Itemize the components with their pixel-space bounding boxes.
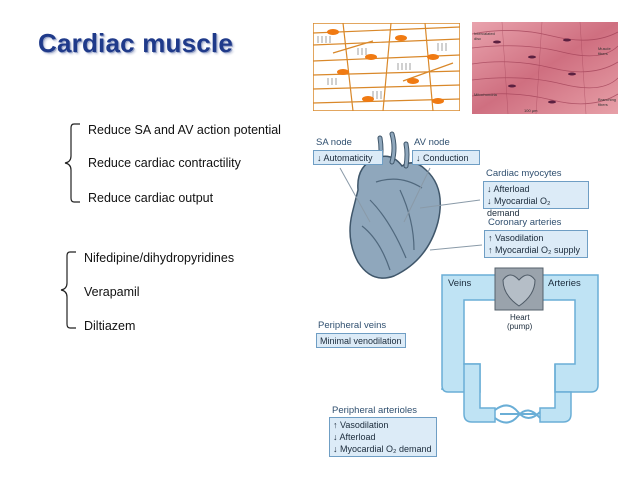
muscle-schematic-illustration <box>313 23 460 111</box>
effect-item-1: Reduce SA and AV action potential <box>88 123 281 137</box>
sa-node-effect-box: ↓ Automaticity <box>313 150 383 165</box>
circulation-diagram <box>339 131 599 424</box>
micrograph-label-branching-fibers: Branching fibers <box>598 97 617 107</box>
drug-item-3: Diltiazem <box>84 319 136 333</box>
coronary-arteries-line-2: ↑ Myocardial O₂ supply <box>488 245 581 255</box>
veins-label: Veins <box>448 278 472 289</box>
effect-item-3: Reduce cardiac output <box>88 191 214 205</box>
coronary-arteries-line-1: ↑ Vasodilation <box>488 233 544 243</box>
peripheral-arterioles-line-3: ↓ Myocardial O₂ demand <box>333 444 432 454</box>
av-node-label: AV node <box>414 137 450 148</box>
micrograph-label-mitochondria: Mitochondria <box>474 92 497 97</box>
cardiac-myocytes-effect-box: ↓ Afterload ↓ Myocardial O₂ demand <box>483 181 589 218</box>
sa-node-effect-text: ↓ Automaticity <box>317 153 373 163</box>
micrograph-label-muscle-fibers: Muscle fibers <box>598 46 611 56</box>
peripheral-arterioles-line-2: ↓ Afterload <box>333 432 376 442</box>
coronary-arteries-effect-box: ↑ Vasodilation ↑ Myocardial O₂ supply <box>484 230 588 258</box>
peripheral-veins-effect-box: Minimal venodilation <box>316 333 406 348</box>
micrograph-scale-label: 100 µm <box>524 108 538 113</box>
peripheral-arterioles-label: Peripheral arterioles <box>332 405 418 416</box>
cardiac-myocytes-line-2: ↓ Myocardial O₂ demand <box>487 196 551 218</box>
drug-item-2: Verapamil <box>84 285 140 299</box>
micrograph-label-intercalated-disc: Intercalated disc <box>474 31 495 41</box>
peripheral-veins-label: Peripheral veins <box>318 320 387 331</box>
pump-label: (pump) <box>507 322 533 331</box>
coronary-arteries-label: Coronary arteries <box>488 217 562 228</box>
drug-item-1: Nifedipine/dihydropyridines <box>84 251 235 265</box>
muscle-micrograph-image <box>472 22 618 114</box>
effects-brace <box>64 123 80 203</box>
peripheral-arterioles-line-1: ↑ Vasodilation <box>333 420 389 430</box>
heart-label: Heart <box>510 313 530 322</box>
peripheral-arterioles-effect-box: ↑ Vasodilation ↓ Afterload ↓ Myocardial … <box>329 417 437 457</box>
cardiac-myocytes-label: Cardiac myocytes <box>486 168 562 179</box>
av-node-effect-text: ↓ Conduction <box>416 153 469 163</box>
cardiac-myocytes-line-1: ↓ Afterload <box>487 184 530 194</box>
sa-node-label: SA node <box>316 137 352 148</box>
effect-item-2: Reduce cardiac contractility <box>88 156 241 170</box>
drugs-brace <box>60 251 76 329</box>
slide-title: Cardiac muscle <box>38 28 234 58</box>
av-node-effect-box: ↓ Conduction <box>412 150 480 165</box>
arteries-label: Arteries <box>548 278 581 289</box>
peripheral-veins-effect-text: Minimal venodilation <box>320 336 402 346</box>
